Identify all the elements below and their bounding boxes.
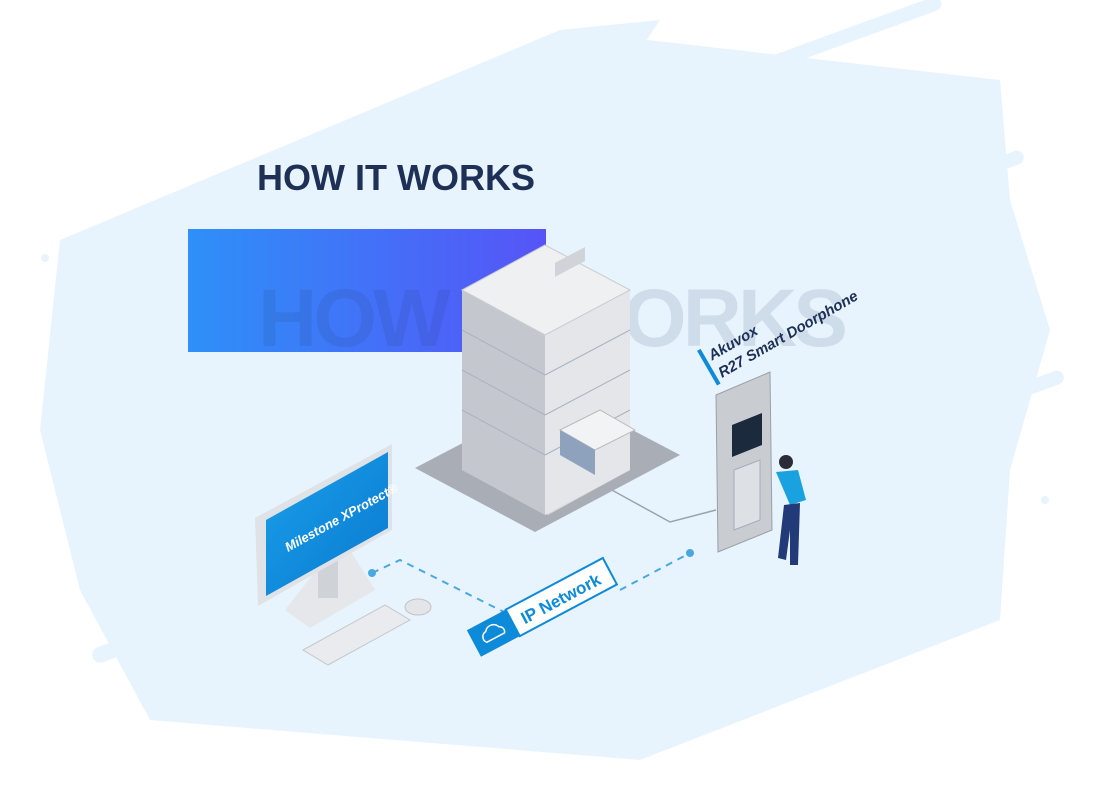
monitor-screen — [266, 452, 388, 596]
mouse — [404, 598, 432, 616]
label-accent-bar — [697, 348, 721, 386]
person-figure — [776, 455, 806, 565]
keyboard — [301, 604, 412, 666]
page-heading: HOW IT WORKS — [257, 157, 535, 198]
doorphone-device — [715, 371, 773, 553]
office-building — [415, 244, 680, 532]
cloud-network-icon — [466, 609, 520, 657]
monitor: Milestone XProtect® — [255, 444, 432, 666]
connection-lines — [368, 477, 717, 621]
